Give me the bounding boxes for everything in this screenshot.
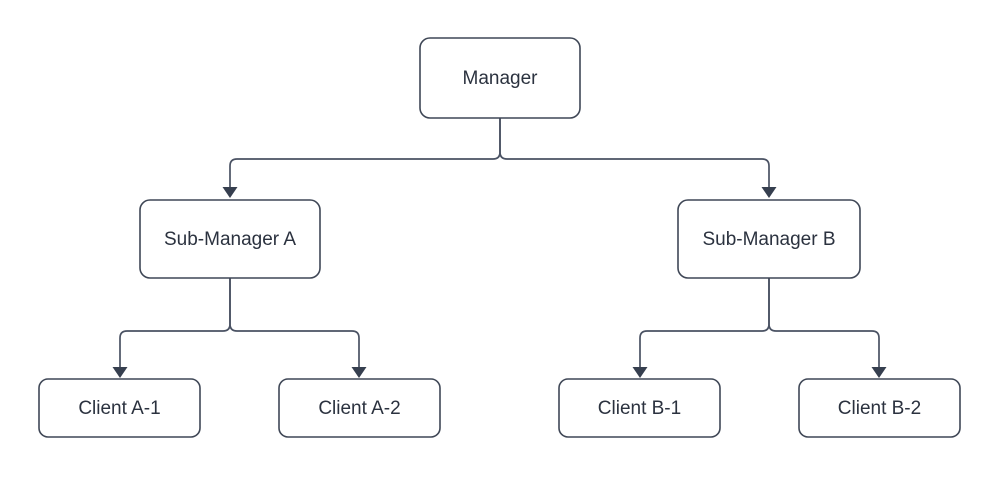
connector-line: [499, 118, 770, 188]
arrowhead-icon: [351, 367, 367, 378]
node-sub-manager-a[interactable]: Sub-Manager A: [139, 199, 321, 279]
node-label: Client A-2: [318, 398, 400, 419]
node-box[interactable]: [278, 378, 441, 438]
node-box[interactable]: [139, 199, 321, 279]
node-label: Sub-Manager A: [164, 229, 296, 250]
node-label: Client A-1: [78, 398, 160, 419]
connector-sub-manager-b-to-client-b-1: [632, 278, 770, 378]
node-box[interactable]: [677, 199, 861, 279]
arrowhead-icon: [632, 367, 648, 378]
connector-sub-manager-a-to-client-a-1: [112, 278, 231, 378]
connector-line: [639, 278, 770, 368]
node-label: Sub-Manager B: [702, 229, 835, 250]
node-client-b-1[interactable]: Client B-1: [558, 378, 721, 438]
connectors-layer: [112, 118, 887, 378]
arrowhead-icon: [761, 187, 777, 198]
connector-line: [229, 118, 501, 188]
node-box[interactable]: [38, 378, 201, 438]
arrowhead-icon: [112, 367, 128, 378]
node-client-b-2[interactable]: Client B-2: [798, 378, 961, 438]
connector-line: [119, 278, 231, 368]
connector-sub-manager-b-to-client-b-2: [768, 278, 887, 378]
node-client-a-2[interactable]: Client A-2: [278, 378, 441, 438]
connector-sub-manager-a-to-client-a-2: [229, 278, 367, 378]
arrowhead-icon: [222, 187, 238, 198]
arrowhead-icon: [871, 367, 887, 378]
connector-line: [229, 278, 360, 368]
connector-manager-to-sub-manager-a: [222, 118, 501, 198]
node-box[interactable]: [558, 378, 721, 438]
node-box[interactable]: [419, 37, 581, 119]
node-manager[interactable]: Manager: [419, 37, 581, 119]
node-box[interactable]: [798, 378, 961, 438]
node-client-a-1[interactable]: Client A-1: [38, 378, 201, 438]
connector-manager-to-sub-manager-b: [499, 118, 777, 198]
node-label: Client B-2: [838, 398, 921, 419]
node-label: Manager: [463, 68, 539, 89]
node-sub-manager-b[interactable]: Sub-Manager B: [677, 199, 861, 279]
node-label: Client B-1: [598, 398, 681, 419]
connector-line: [768, 278, 880, 368]
